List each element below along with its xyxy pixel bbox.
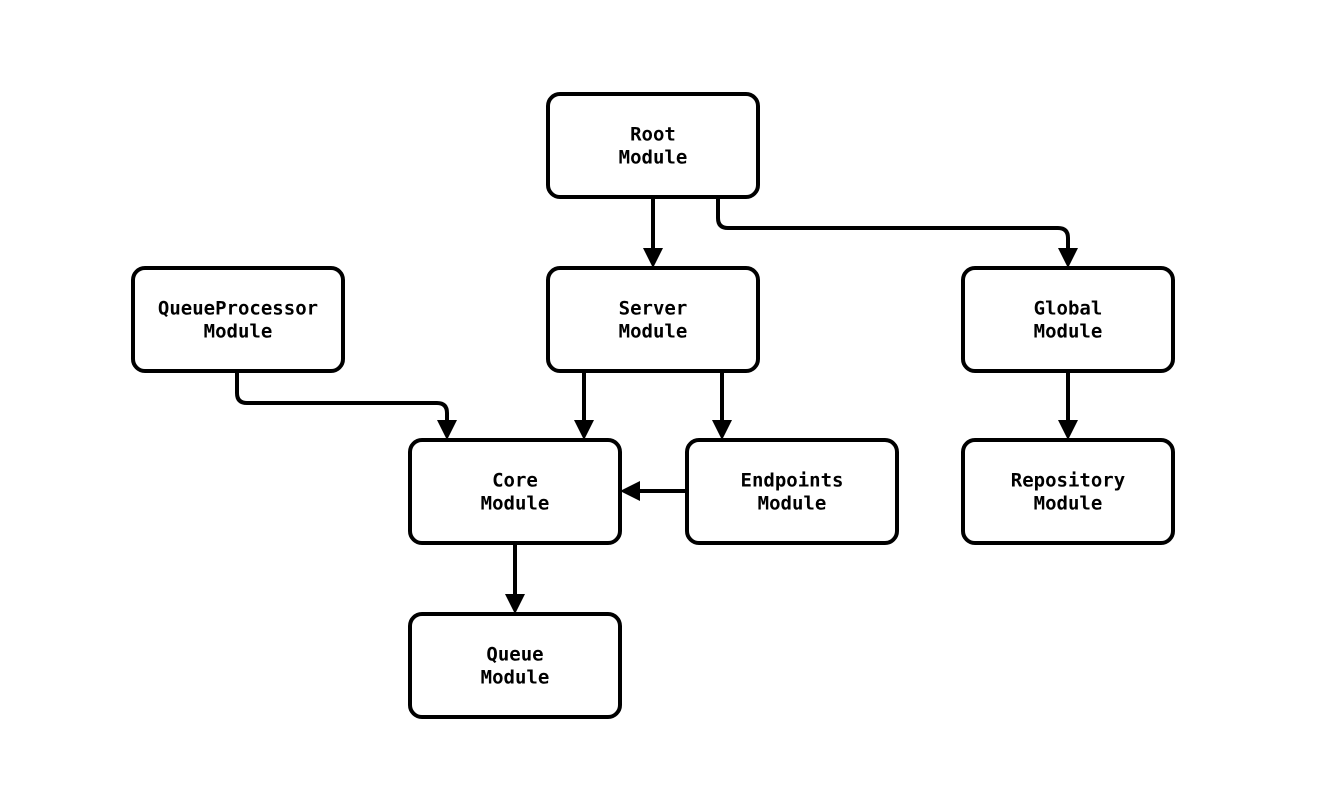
node-label-line2: Module <box>619 320 688 342</box>
node-label-line2: Module <box>758 492 827 514</box>
node-box-repository[interactable] <box>961 438 1175 545</box>
edge-server-to-endpoints <box>712 371 732 440</box>
arrowhead-icon <box>437 420 457 440</box>
node-label-line1: Root <box>630 123 676 145</box>
node-label-line2: Module <box>619 146 688 168</box>
node-box-server[interactable] <box>546 266 760 373</box>
node-label-line1: Endpoints <box>741 469 844 491</box>
arrowhead-icon <box>620 481 640 501</box>
node-box-queue[interactable] <box>408 612 622 719</box>
node-label-line1: Global <box>1034 297 1103 319</box>
node-box-queueprocessor[interactable] <box>131 266 345 373</box>
node-box-endpoints[interactable] <box>685 438 899 545</box>
edge-server-to-core <box>574 371 594 440</box>
arrowhead-icon <box>505 594 525 614</box>
node-label-line1: Queue <box>486 643 543 665</box>
node-label-line1: QueueProcessor <box>158 297 318 319</box>
edge-global-to-repository <box>1058 371 1078 440</box>
arrowhead-icon <box>1058 248 1078 268</box>
node-label-line2: Module <box>204 320 273 342</box>
edge-queueprocessor-to-core <box>235 371 457 440</box>
arrowhead-icon <box>643 248 663 268</box>
edge-endpoints-to-core <box>620 481 687 501</box>
arrowhead-icon <box>1058 420 1078 440</box>
node-label-line2: Module <box>1034 492 1103 514</box>
node-label-line1: Server <box>619 297 688 319</box>
node-label-line2: Module <box>481 666 550 688</box>
node-box-global[interactable] <box>961 266 1175 373</box>
edges-layer <box>235 197 1078 614</box>
node-box-core[interactable] <box>408 438 622 545</box>
arrowhead-icon <box>712 420 732 440</box>
edge-root-to-server <box>643 197 663 268</box>
node-label-line1: Repository <box>1011 469 1125 491</box>
node-label-line2: Module <box>481 492 550 514</box>
node-label-line2: Module <box>1034 320 1103 342</box>
node-label-line1: Core <box>492 469 538 491</box>
edge-core-to-queue <box>505 543 525 614</box>
node-box-root[interactable] <box>546 92 760 199</box>
arrowhead-icon <box>574 420 594 440</box>
edge-line <box>235 371 449 426</box>
edge-line <box>716 197 1070 254</box>
edge-root-to-global <box>716 197 1078 268</box>
